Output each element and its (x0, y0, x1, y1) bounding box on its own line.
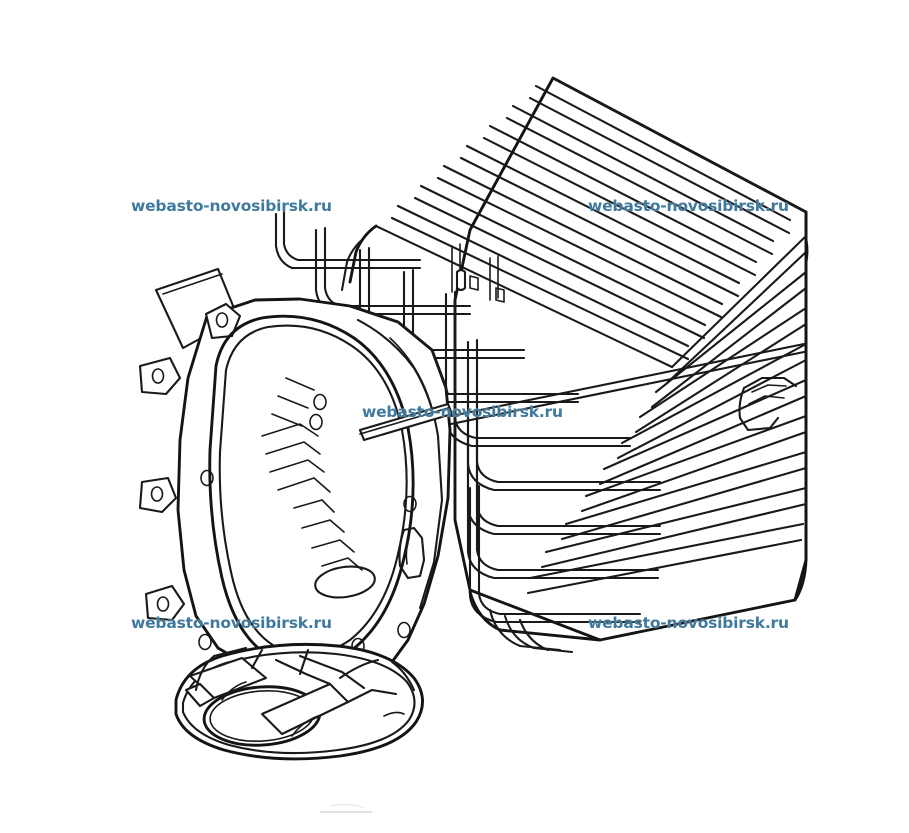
elliptical-port-hole (314, 565, 376, 599)
internal-rib (285, 377, 315, 391)
bolt-lug (204, 302, 242, 340)
motor-flange-housing (138, 267, 454, 680)
base-rib (184, 682, 216, 708)
right-face-fin-group (526, 234, 808, 595)
bolt-hole (156, 596, 170, 612)
bolt-lug-group (138, 302, 417, 655)
body-right-edge (793, 210, 809, 602)
front-fin (466, 438, 660, 580)
internal-rib (277, 395, 309, 409)
body-left-shoulder (348, 224, 378, 284)
bolt-hole (313, 393, 327, 411)
right-side-recess (738, 376, 798, 432)
bolt-hole (151, 368, 165, 384)
oval-mounting-base (174, 642, 424, 761)
internal-rib (271, 413, 303, 427)
internal-rib (265, 441, 321, 455)
base-rib-group (184, 654, 398, 736)
front-face-step-details (451, 243, 505, 303)
bolt-hole (403, 495, 417, 513)
front-fin (274, 212, 422, 270)
housing-right-edges (350, 304, 450, 610)
top-fin-group (374, 76, 808, 369)
bottom-faint-artifact (320, 803, 372, 813)
base-to-housing-wall (194, 646, 416, 737)
base-notch (383, 711, 405, 717)
internal-rib (261, 423, 319, 437)
flange-rim-outer (208, 314, 415, 668)
internal-rib (301, 519, 345, 533)
finned-heat-exchanger-body (274, 76, 809, 654)
internal-rib (269, 459, 325, 473)
bolt-hole (309, 413, 323, 431)
connector-shaft (358, 402, 454, 442)
bolt-hole (200, 469, 214, 487)
flange-rim (208, 314, 415, 668)
internal-rib (277, 477, 331, 493)
internal-rib (293, 499, 335, 513)
bolt-lug (138, 476, 178, 514)
body-mid-ledge (390, 342, 806, 430)
bolt-hole (215, 312, 229, 328)
bottom-fin-ends (488, 608, 574, 654)
internal-rib (311, 539, 355, 553)
internal-rib-group (261, 377, 363, 571)
bolt-lug (138, 356, 182, 396)
small-boss-pin (455, 268, 467, 292)
bolt-lug (144, 584, 186, 622)
bolt-hole (397, 621, 411, 639)
bolt-hole (198, 633, 212, 651)
housing-slot (398, 526, 426, 580)
bolt-hole (150, 486, 164, 502)
flange-rim-inner (218, 324, 408, 656)
